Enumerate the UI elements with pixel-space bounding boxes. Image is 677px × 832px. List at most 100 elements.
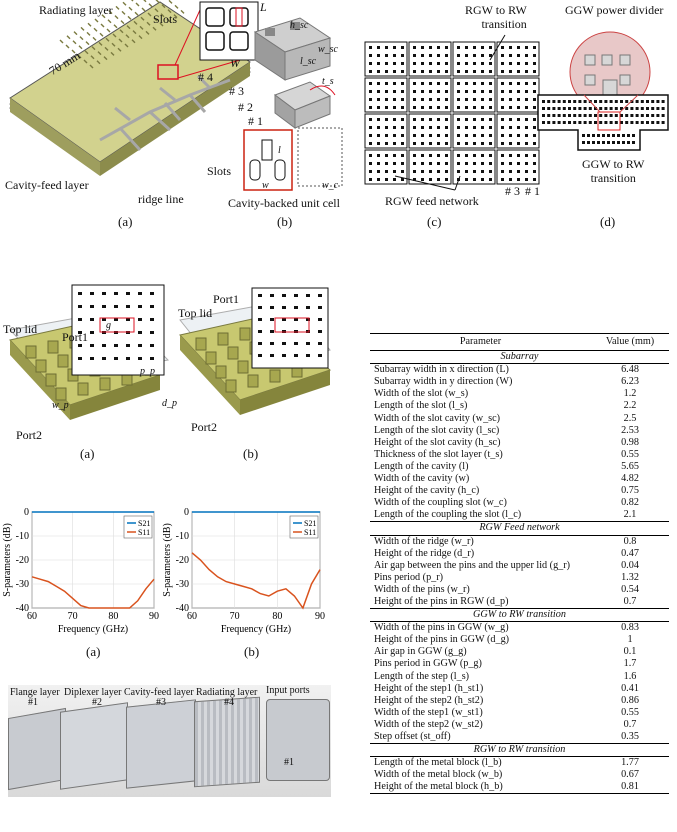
table-cell-parameter: Length of the metal block (l_b) (374, 757, 502, 769)
table-row: Width of the slot (w_s) 1.2 (370, 388, 669, 400)
table-cell-value: 0.67 (621, 769, 639, 781)
label-ggw-divider: GGW power divider (565, 3, 664, 17)
table-cell-value: 0.35 (621, 731, 639, 742)
label-flange: Flange layer (10, 687, 60, 698)
table-row: Width of the coupling slot (w_c) 0.82 (370, 497, 669, 509)
table-cell-value: 2.5 (623, 412, 637, 424)
ridge-feed (99, 74, 231, 152)
table-cell-parameter: Width of the slot cavity (w_sc) (374, 412, 501, 424)
x-tick-label: 70 (68, 611, 78, 622)
label-p1: #1 (284, 757, 294, 768)
plate-diplexer (60, 702, 128, 790)
table-row: Length of the cavity (l)5.65 (370, 461, 669, 473)
x-tick-label: 60 (27, 611, 37, 622)
label-g: g (106, 320, 111, 331)
table-row: Width of the pins (w_r)0.54 (370, 584, 669, 596)
table-row: Thickness of the slot layer (t_s)0.55 (370, 449, 669, 461)
y-tick-label: 0 (24, 507, 29, 518)
label-cavity-feed-layer: Cavity-feed layer (5, 178, 89, 192)
table-cell-value: 1.6 (623, 670, 637, 682)
legend-label: S11 (304, 528, 316, 537)
table-row: Length of the metal block (l_b) 1.77 (370, 757, 669, 770)
label-diplexer: Diplexer layer (64, 687, 122, 698)
table-cell-parameter: Height of the ridge (d_r) (374, 547, 475, 559)
table-cell-parameter: Subarray width in x direction (L) (374, 364, 509, 376)
label-top-lid-a: Top lid (3, 322, 38, 336)
table-row: Height of the metal block (h_b)0.81 (370, 781, 669, 795)
caption-sparam-b: (b) (244, 644, 260, 659)
table-cell-value: 0.55 (621, 706, 639, 718)
table-cell-parameter: Height of the cavity (h_c) (374, 485, 480, 497)
table-cell-parameter: Air gap in GGW (g_g) (374, 646, 467, 658)
table-cell-parameter: Width of the step2 (w_st2) (374, 718, 483, 730)
table-section-row: Subarray (370, 350, 669, 365)
table-cell-value: 1.77 (621, 757, 639, 769)
table-row: Width of the cavity (w) 4.82 (370, 473, 669, 485)
plate-cavity-feed (126, 699, 196, 789)
label-diplexer-n: #2 (92, 697, 102, 708)
table-cell-value: 0.8 (623, 535, 637, 547)
table-row: Pins period (p_r)1.32 (370, 572, 669, 584)
label-L: L (260, 0, 267, 14)
table-row: Height of the slot cavity (h_sc)0.98 (370, 437, 669, 449)
table-cell-value: 0.54 (621, 583, 639, 595)
ggw-pins (542, 100, 665, 144)
table-cell-parameter: Pins period in GGW (p_g) (374, 658, 482, 670)
table-row: Length of the step (l_s)1.6 (370, 671, 669, 683)
table-row: Width of the step2 (w_st2) 0.7 (370, 719, 669, 731)
table-row: Pins period in GGW (p_g)1.7 (370, 658, 669, 670)
table-cell-parameter: Width of the slot (w_s) (374, 388, 469, 400)
y-tick-label: -20 (16, 555, 29, 566)
table-cell-parameter: Width of the coupling slot (w_c) (374, 497, 507, 509)
table-row: Width of the metal block (w_b)0.67 (370, 769, 669, 781)
table-cell-value: 0.82 (621, 497, 639, 509)
table-cell-value: 0.7 (623, 718, 637, 730)
table-cell-value: 0.04 (621, 559, 639, 571)
legend-label: S11 (138, 528, 150, 537)
y-tick-label: -40 (16, 603, 29, 614)
label-port1-b: Port1 (213, 292, 240, 306)
table-cell-value: 1 (627, 634, 633, 646)
table-cell-value: 0.83 (621, 622, 639, 634)
label-dp: d_p (162, 398, 177, 409)
table-cell-value: 1.2 (623, 388, 637, 400)
table-section-title: Subarray (370, 350, 669, 365)
label-wp: w_p (52, 400, 69, 411)
table-section-title: RGW Feed network (370, 521, 669, 536)
table-cell-value: 4.82 (621, 473, 639, 485)
label-slots: Slots (153, 12, 178, 26)
x-tick-label: 90 (149, 611, 159, 622)
label-input-ports: Input ports (266, 685, 310, 696)
table-section-row: RGW to RW transition (370, 743, 669, 758)
table-row: Width of the step1 (w_st1)0.55 (370, 707, 669, 719)
x-axis-label: Frequency (GHz) (58, 624, 128, 635)
table-cell-parameter: Width of the ridge (w_r) (374, 535, 474, 547)
caption-c: (c) (427, 214, 442, 229)
table-cell-parameter: Air gap between the pins and the upper l… (374, 559, 571, 571)
table-row: Width of the pins in GGW (w_g)0.83 (370, 622, 669, 635)
label-w: w (262, 180, 269, 191)
label-rgw-feed: RGW feed network (385, 194, 479, 208)
label-c-n1: # 1 (525, 184, 540, 198)
unit-cell-3d (253, 17, 332, 129)
table-row: Height of the pins in RGW (d_p)0.7 (370, 596, 669, 609)
table-cell-value: 0.86 (621, 694, 639, 706)
table-row: Height of the step2 (h_st2)0.86 (370, 695, 669, 707)
label-ts: t_s (322, 76, 334, 87)
table-cell-value: 0.7 (623, 595, 637, 607)
table-cell-value: 0.1 (623, 646, 637, 658)
series-S11 (31, 576, 155, 609)
table-cell-parameter: Length of the cavity (l) (374, 460, 469, 472)
table-row: Height of the ridge (d_r)0.47 (370, 548, 669, 560)
y-tick-label: -20 (176, 555, 189, 566)
label-n3: # 3 (229, 84, 244, 98)
label-port2-b: Port2 (191, 420, 218, 434)
label-n2: # 2 (238, 100, 253, 114)
table-cell-parameter: Height of the pins in GGW (d_g) (374, 634, 510, 646)
table-cell-value: 6.48 (621, 364, 639, 376)
label-n1: # 1 (248, 114, 263, 128)
table-cell-parameter: Width of the cavity (w) (374, 473, 470, 485)
